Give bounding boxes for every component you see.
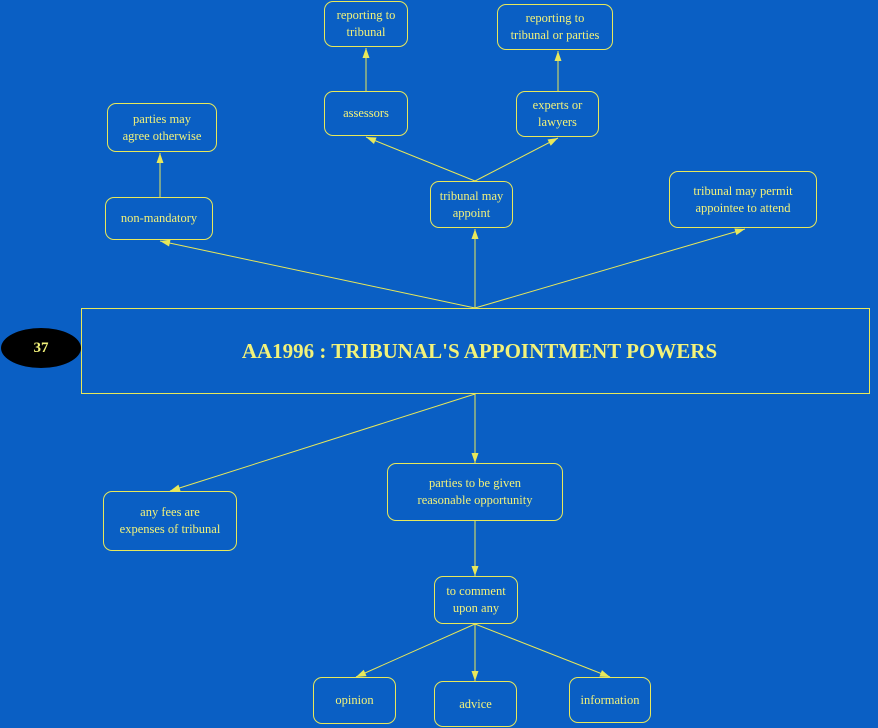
node-information: information bbox=[569, 677, 651, 723]
node-experts-or-lawyers: experts or lawyers bbox=[516, 91, 599, 137]
node-reporting-to-tribunal: reporting to tribunal bbox=[324, 1, 408, 47]
node-parties-may-agree-otherwise: parties may agree otherwise bbox=[107, 103, 217, 152]
arrow-to-tribunal-may-permit bbox=[474, 228, 746, 309]
arrow-to-any-fees bbox=[169, 393, 476, 492]
node-tribunal-may-permit: tribunal may permit appointee to attend bbox=[669, 171, 817, 228]
node-tribunal-may-appoint: tribunal may appoint bbox=[430, 181, 513, 228]
arrow-to-assessors bbox=[365, 136, 476, 182]
page-number-badge: 37 bbox=[1, 328, 81, 368]
node-non-mandatory: non-mandatory bbox=[105, 197, 213, 240]
arrow-to-tribunal-may-appoint bbox=[471, 229, 479, 308]
arrow-to-parties-opportunity bbox=[471, 394, 479, 463]
node-reporting-to-tribunal-or-parties: reporting to tribunal or parties bbox=[497, 4, 613, 50]
arrow-to-information bbox=[474, 623, 611, 678]
node-to-comment-upon-any: to comment upon any bbox=[434, 576, 518, 624]
arrow-to-parties-may-agree bbox=[156, 153, 164, 197]
main-topic-title: AA1996 : TRIBUNAL'S APPOINTMENT POWERS bbox=[241, 338, 718, 363]
arrow-to-reporting-parties bbox=[554, 51, 562, 91]
arrow-to-reporting-tribunal bbox=[362, 48, 370, 91]
arrow-to-non-mandatory bbox=[159, 239, 476, 309]
main-topic-box: AA1996 : TRIBUNAL'S APPOINTMENT POWERS bbox=[81, 308, 870, 394]
node-advice: advice bbox=[434, 681, 517, 727]
arrow-to-to-comment bbox=[471, 521, 479, 576]
arrow-to-opinion bbox=[355, 623, 476, 678]
arrow-to-experts-or-lawyers bbox=[474, 137, 559, 182]
node-parties-reasonable-opportunity: parties to be given reasonable opportuni… bbox=[387, 463, 563, 521]
node-assessors: assessors bbox=[324, 91, 408, 136]
arrow-to-advice bbox=[471, 624, 479, 681]
node-opinion: opinion bbox=[313, 677, 396, 724]
node-any-fees-expenses: any fees are expenses of tribunal bbox=[103, 491, 237, 551]
